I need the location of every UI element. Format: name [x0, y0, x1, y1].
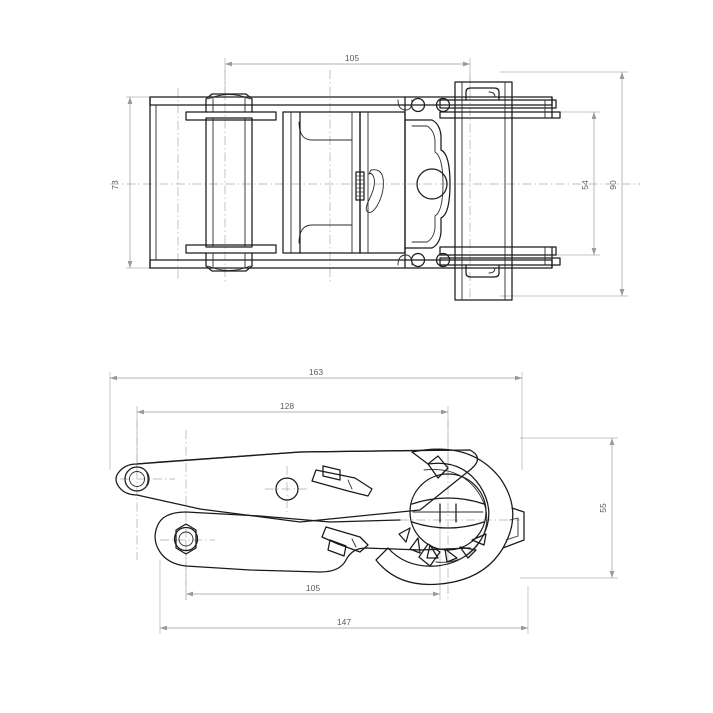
dimension-top-73: 73: [110, 96, 150, 269]
dimension-side-128: 128: [136, 401, 449, 476]
top-view-left-spool: [185, 93, 277, 272]
dim-label-side-55: 55: [598, 503, 608, 513]
side-view-ratchet-housing: [375, 448, 525, 586]
dimension-top-54: 54: [556, 111, 600, 256]
dim-label-top-90: 90: [608, 180, 618, 190]
dimension-side-55: 55: [520, 437, 618, 579]
top-view-frame: [149, 96, 553, 269]
dim-label-top-54: 54: [580, 180, 590, 190]
dim-label-side-128: 128: [280, 401, 294, 411]
dimension-side-163: 163: [109, 367, 523, 470]
dim-label-top-105: 105: [345, 53, 359, 63]
dim-label-side-163: 163: [309, 367, 323, 377]
side-view-group: 163 128 55 105: [109, 367, 618, 634]
dimension-side-147: 147: [159, 560, 529, 634]
top-view-pawl-bar: [355, 111, 406, 254]
side-view-ratchet-gear: [398, 473, 487, 563]
top-view-handle-plate: [404, 96, 451, 269]
top-view-mandrel-block: [282, 111, 361, 254]
dim-label-side-105: 105: [306, 583, 320, 593]
top-view-group: 105 73 54 90: [110, 53, 640, 301]
dim-label-side-147: 147: [337, 617, 351, 627]
dimension-top-105: 105: [224, 53, 471, 100]
top-view-clip-holes: [397, 97, 451, 268]
side-view-frame-body: [154, 511, 471, 573]
side-view-pawl-levers: [311, 455, 449, 567]
top-view-axle-block: [439, 81, 561, 301]
side-view-centerlines: [120, 420, 520, 600]
dim-label-top-73: 73: [110, 180, 120, 190]
